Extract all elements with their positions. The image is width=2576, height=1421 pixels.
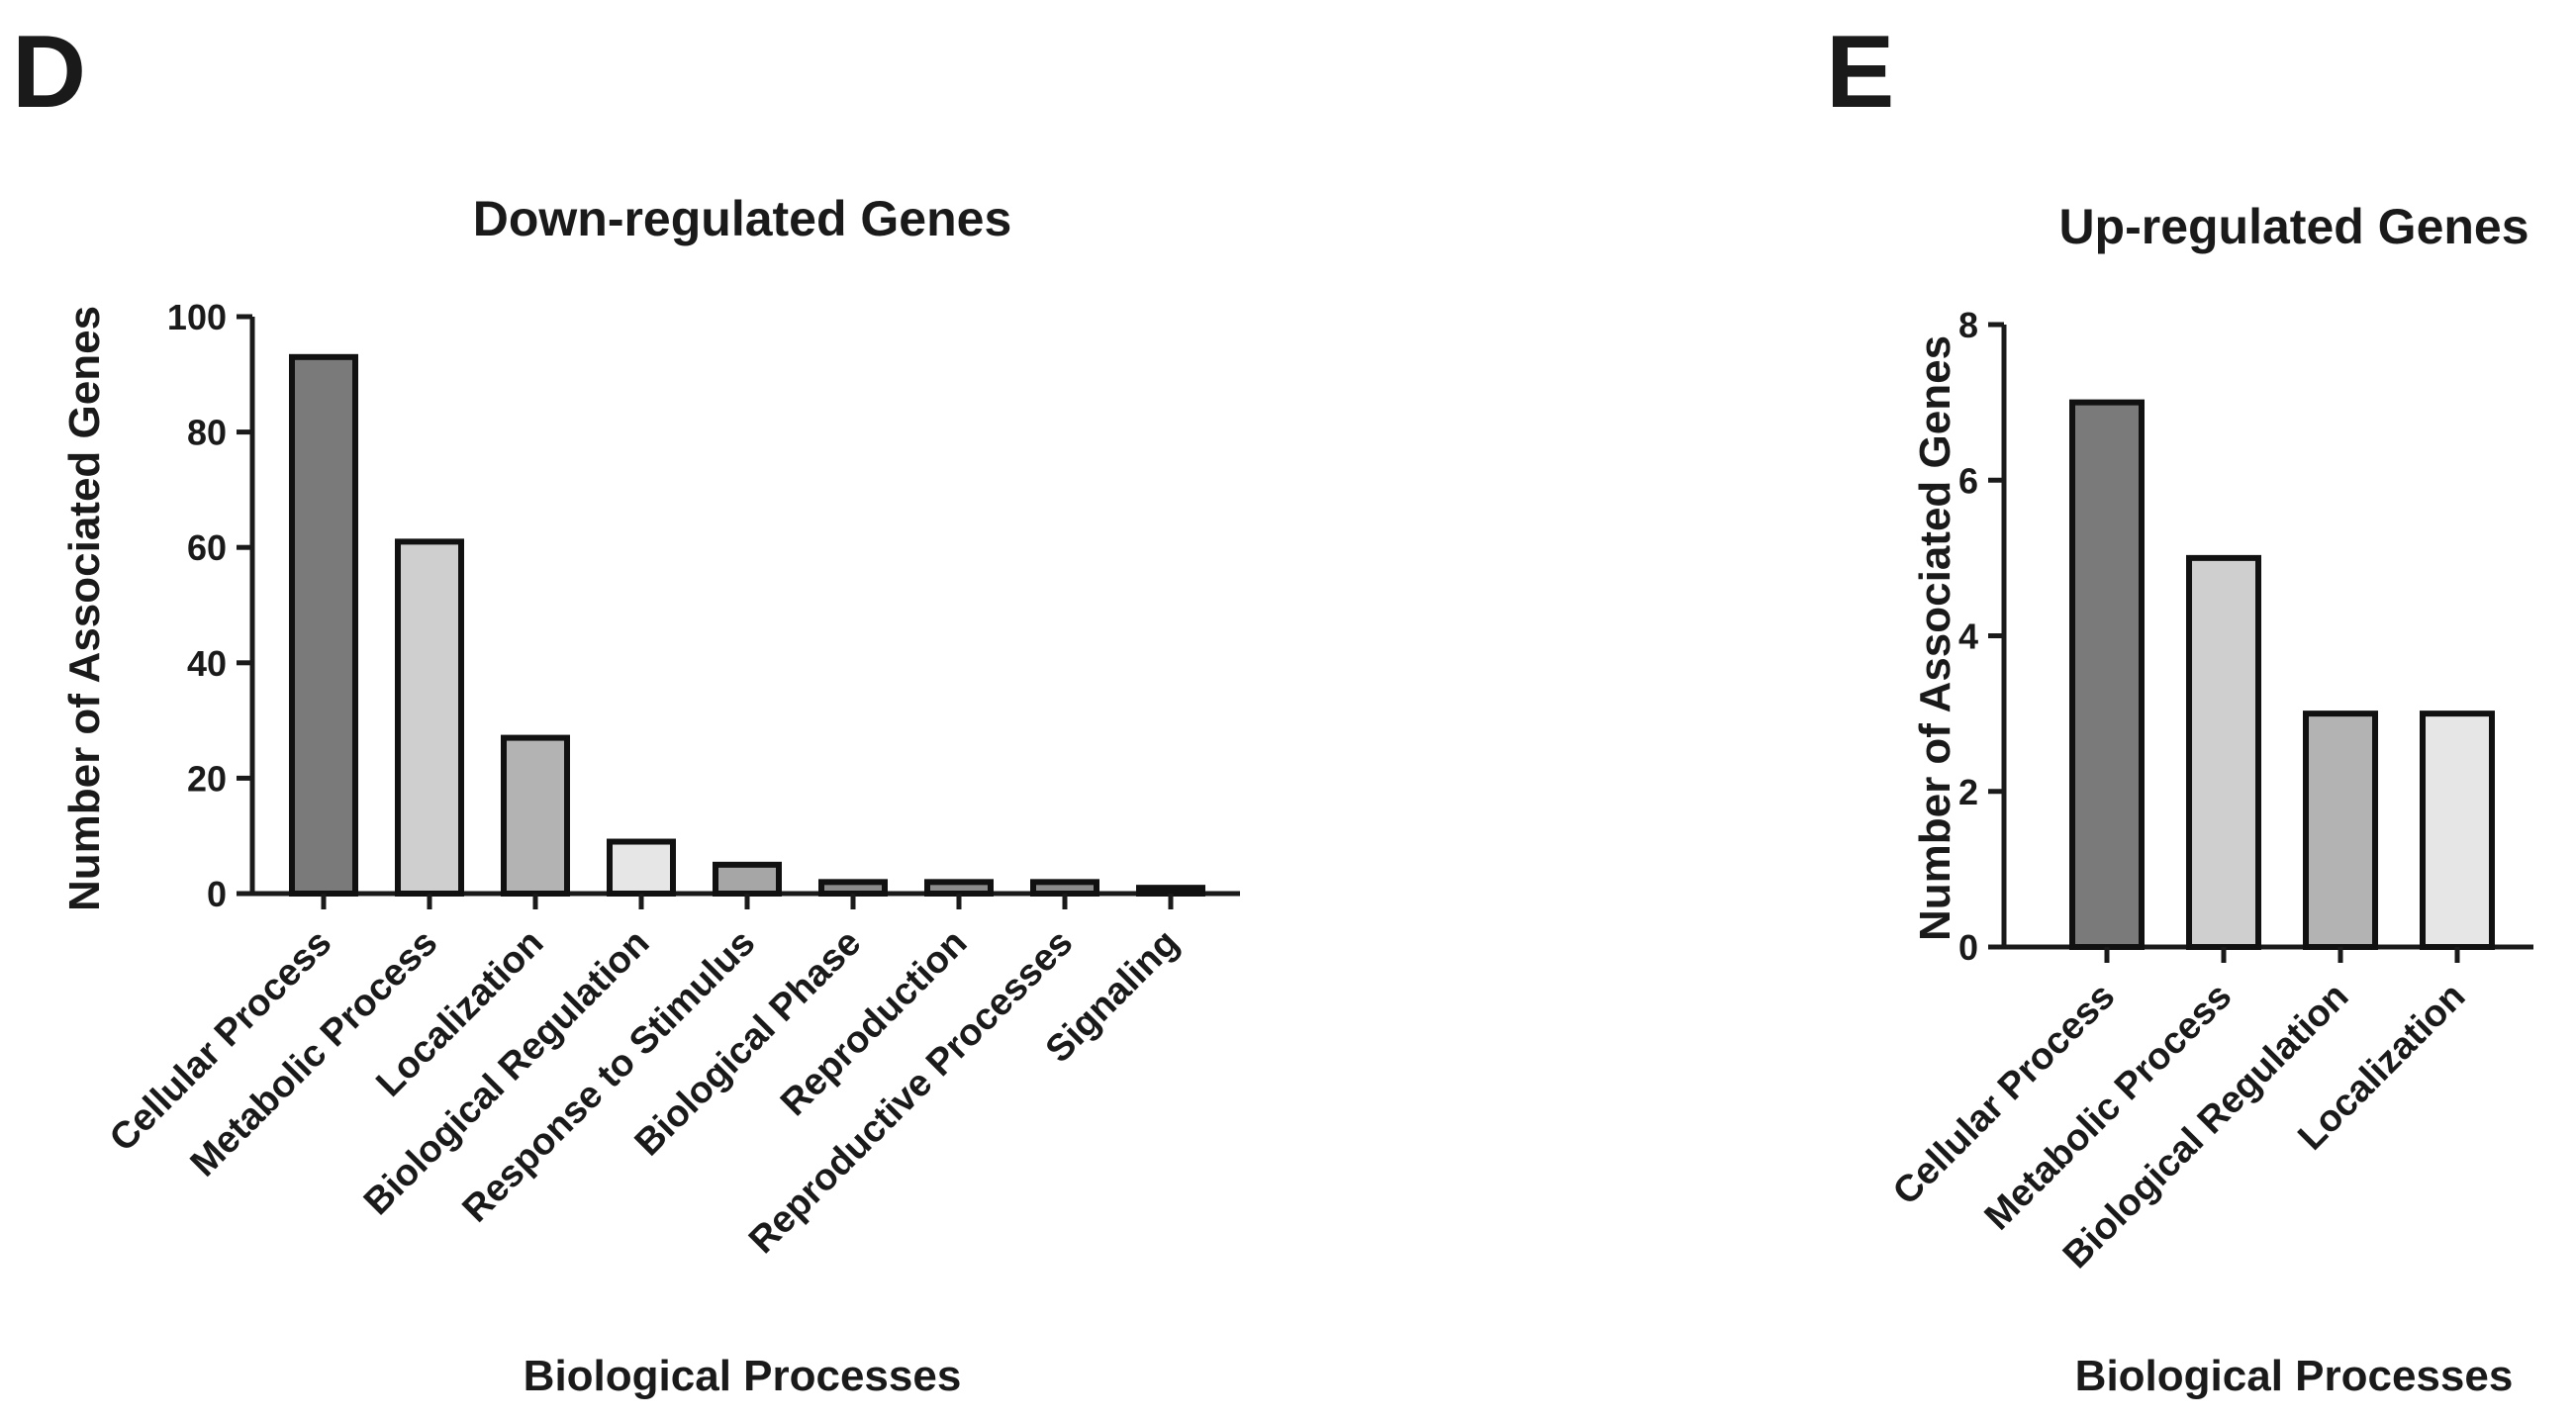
y-tick-label-e: 2: [1958, 772, 1978, 812]
y-axis-label-d: Number of Associated Genes: [60, 306, 109, 911]
y-tick-label-e: 6: [1958, 460, 1978, 501]
chart-title-d: Down-regulated Genes: [473, 191, 1012, 246]
bar-d-3: [501, 734, 570, 898]
bar-d-2: [395, 538, 464, 897]
x-category-label-d: Reproduction: [773, 922, 975, 1124]
bar-d-7: [924, 879, 994, 898]
bar-d-6: [818, 879, 888, 898]
bar-e-3: [2303, 710, 2378, 950]
chart-title-e: Up-regulated Genes: [2058, 199, 2528, 254]
x-axis-label-d: Biological Processes: [524, 1352, 962, 1400]
y-tick-label-e: 4: [1958, 616, 1978, 657]
y-tick-label-d: 20: [187, 758, 227, 799]
bar-e-2: [2186, 554, 2261, 950]
y-tick-label-d: 60: [187, 527, 227, 568]
bar-d-1: [289, 353, 358, 897]
x-category-label-e: Cellular Process: [1885, 976, 2123, 1213]
y-axis-label-e: Number of Associated Genes: [1911, 335, 1959, 941]
bar-e-4: [2420, 710, 2495, 950]
y-tick-label-d: 80: [187, 413, 227, 453]
chart-panel-e: E Up-regulated Genes Number of Associate…: [1826, 15, 2533, 1400]
x-axis-label-e: Biological Processes: [2075, 1352, 2514, 1400]
bar-d-5: [713, 861, 782, 897]
y-tick-label-d: 100: [167, 297, 227, 337]
panel-letter-d: D: [12, 15, 86, 130]
panel-letter-e: E: [1826, 15, 1894, 130]
bar-d-8: [1030, 879, 1099, 898]
y-tick-label-d: 40: [187, 643, 227, 684]
y-tick-label-e: 0: [1958, 927, 1978, 968]
y-tick-label-d: 0: [207, 874, 227, 914]
bar-e-1: [2069, 399, 2145, 950]
bar-d-9: [1136, 885, 1205, 897]
bar-d-4: [607, 838, 676, 898]
y-tick-label-e: 8: [1958, 305, 1978, 345]
chart-panel-d: D Down-regulated Genes Number of Associa…: [12, 15, 1240, 1400]
